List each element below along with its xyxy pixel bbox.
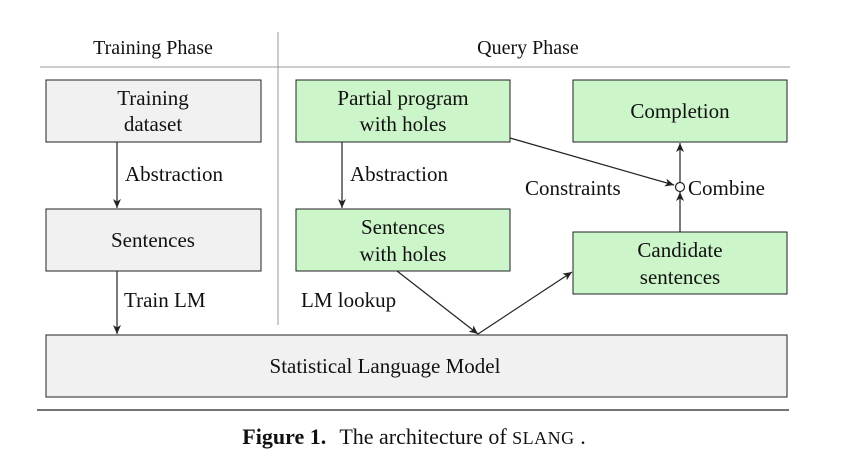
query-phase-title: Query Phase [477, 37, 579, 59]
caption-system-name: SLANG [512, 428, 575, 448]
training-dataset-label-1: Training [117, 86, 189, 110]
candidate-sentences-node: Candidate sentences [572, 231, 788, 295]
abstraction-query-label: Abstraction [350, 162, 448, 186]
language-model-label: Statistical Language Model [270, 354, 501, 378]
sentences-with-holes-node: Sentences with holes [295, 208, 511, 272]
language-model-node: Statistical Language Model [45, 334, 788, 398]
completion-node: Completion [572, 79, 788, 143]
training-dataset-label-2: dataset [124, 112, 182, 136]
arrow-lm-lookup-down [396, 270, 479, 335]
sentences-label: Sentences [111, 228, 195, 252]
training-dataset-node: Training dataset [45, 79, 262, 143]
training-phase-title: Training Phase [93, 37, 213, 59]
arrow-lm-lookup-up [477, 271, 573, 335]
train-lm-label: Train LM [124, 288, 206, 312]
combine-node [674, 181, 686, 193]
constraints-label: Constraints [525, 176, 621, 200]
figure-caption: Figure 1. The architecture of SLANG . [242, 424, 585, 449]
sentences-node: Sentences [45, 208, 262, 272]
candidate-sentences-label-2: sentences [640, 265, 720, 289]
sentences-with-holes-label-2: with holes [360, 242, 447, 266]
partial-program-label-1: Partial program [337, 86, 468, 110]
partial-program-node: Partial program with holes [295, 79, 511, 143]
caption-label: Figure 1. [242, 424, 326, 449]
lm-lookup-label: LM lookup [301, 288, 396, 312]
sentences-with-holes-label-1: Sentences [361, 215, 445, 239]
caption-text-suffix: . [580, 424, 586, 449]
caption-text-prefix: The architecture of [339, 424, 512, 449]
candidate-sentences-label-1: Candidate [637, 238, 722, 262]
combine-label: Combine [688, 176, 765, 200]
abstraction-training-label: Abstraction [125, 162, 223, 186]
completion-label: Completion [630, 99, 730, 123]
partial-program-label-2: with holes [360, 112, 447, 136]
arrow-constraints [509, 137, 675, 187]
